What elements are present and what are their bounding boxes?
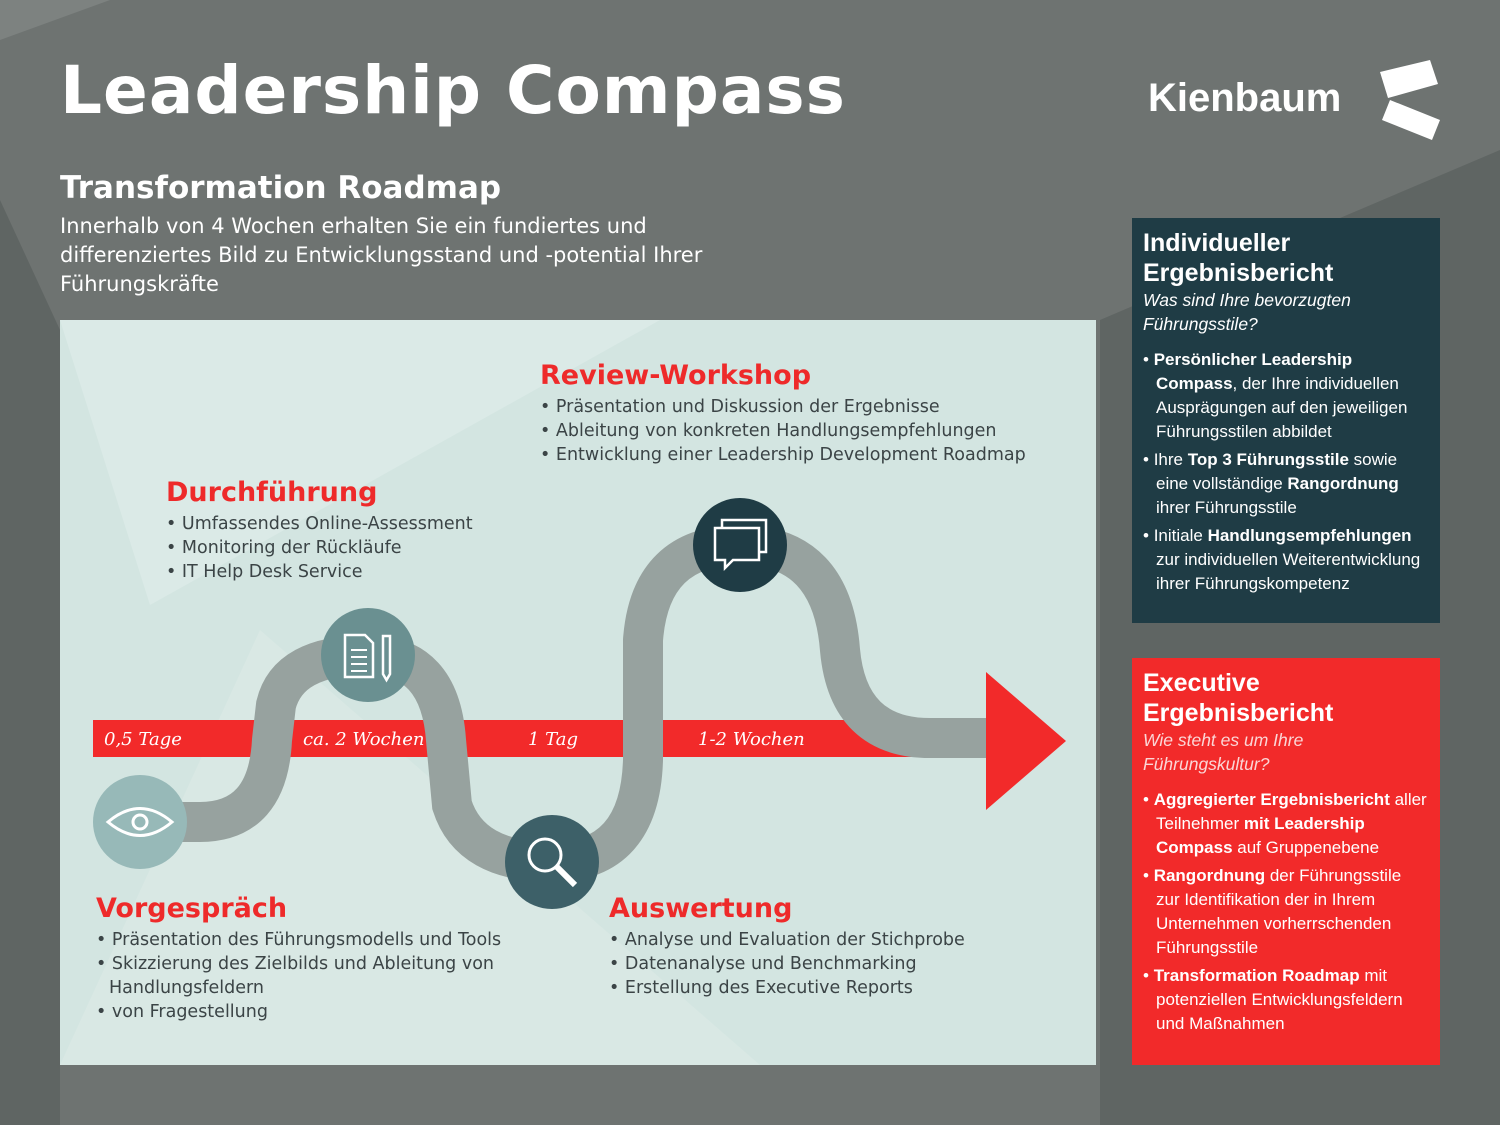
bullet-item: Rangordnung der Führungsstile zur Identi… [1143,864,1429,960]
step-title: Vorgespräch [96,893,288,924]
duration-label: 1 Tag [528,729,579,750]
timeline-bar [93,720,988,757]
bullet-item: Entwicklung einer Leadership Development… [540,443,1026,467]
bold-text: Persönlicher Leadership Compass [1153,350,1353,393]
box-question: Was sind Ihre bevorzugten Führungsstile? [1143,290,1351,334]
text: Initiale [1153,526,1208,545]
text: sowie eine vollständige [1156,450,1398,493]
bullet-item: Transformation Roadmap mit potenziellen … [1143,964,1429,1036]
bullet-item: Präsentation des Führungsmodells und Too… [96,928,536,952]
bullet-item: Umfassendes Online-Assessment [166,512,473,536]
step-title: Review-Workshop [540,360,812,391]
text: zur individuellen Weiterentwicklung ihre… [1156,550,1421,593]
bold-text: Handlungsempfehlungen [1207,526,1412,545]
bullet-item: von Fragestellung [96,1000,536,1024]
step-title: Durchführung [166,477,378,508]
eye-icon [93,775,187,869]
bullet-item: Erstellung des Executive Reports [609,976,965,1000]
bold-text: Transformation Roadmap [1153,966,1360,985]
bold-text: mit Leadership Compass [1156,814,1365,857]
step-title: Auswertung [609,893,793,924]
kienbaum-logo-text: Kienbaum [1148,76,1342,120]
bullet-item: Ihre Top 3 Führungsstile sowie eine voll… [1143,448,1429,520]
bold-text: Top 3 Führungsstile [1187,450,1349,469]
text: mit potenziellen Entwicklungsfeldern und… [1156,966,1403,1033]
bullet-item: Präsentation und Diskussion der Ergebnis… [540,395,1026,419]
bullet-item: Ableitung von konkreten Handlungsempfehl… [540,419,1026,443]
text: ihrer Führungsstile [1156,498,1297,517]
roadmap-road [140,524,986,883]
bullet-item: IT Help Desk Service [166,560,473,584]
kienbaum-logo-icon [1380,60,1440,140]
box-title: Executive Ergebnisbericht [1143,669,1334,727]
step-vorgespraech: VorgesprächPräsentation des Führungsmode… [96,893,536,1024]
magnifier-icon [505,815,599,909]
step-durchfuehrung: DurchführungUmfassendes Online-Assessmen… [166,477,473,584]
bullet-item: Analyse und Evaluation der Stichprobe [609,928,965,952]
text: auf Gruppenebene [1232,838,1380,857]
duration-label: 1-2 Wochen [698,729,805,750]
text: Ihre [1153,450,1188,469]
text: aller Teilnehmer [1156,790,1427,833]
bold-text: Aggregierter Ergebnisbericht [1153,790,1390,809]
bullet-item: Persönlicher Leadership Compass, der Ihr… [1143,348,1429,444]
box-title: Individueller Ergebnisbericht [1143,229,1334,287]
chat-bubbles-icon [693,498,787,592]
timeline-arrowhead [986,672,1066,810]
step-auswertung: AuswertungAnalyse und Evaluation der Sti… [609,893,965,1000]
intro-text: Innerhalb von 4 Wochen erhalten Sie ein … [60,214,703,296]
duration-label: ca. 2 Wochen [303,729,425,750]
section-title: Transformation Roadmap [60,170,502,206]
page-title: Leadership Compass [60,52,846,129]
bullet-item: Initiale Handlungsempfehlungen zur indiv… [1143,524,1429,596]
document-pen-icon [321,608,415,702]
text: der Führungsstile zur Identifikation der… [1156,866,1402,957]
text: , der Ihre individuellen Ausprägungen au… [1156,374,1408,441]
bold-text: Rangordnung [1153,866,1266,885]
duration-label: 0,5 Tage [104,729,182,750]
step-review-workshop: Review-WorkshopPräsentation und Diskussi… [540,360,1026,467]
bold-text: Rangordnung [1287,474,1399,493]
box-question: Wie steht es um Ihre Führungskultur? [1143,730,1304,774]
bullet-item: Skizzierung des Zielbilds und Ableitung … [96,952,536,1000]
bullet-item: Monitoring der Rückläufe [166,536,473,560]
bullet-item: Aggregierter Ergebnisbericht aller Teiln… [1143,788,1429,860]
bullet-item: Datenanalyse und Benchmarking [609,952,965,976]
